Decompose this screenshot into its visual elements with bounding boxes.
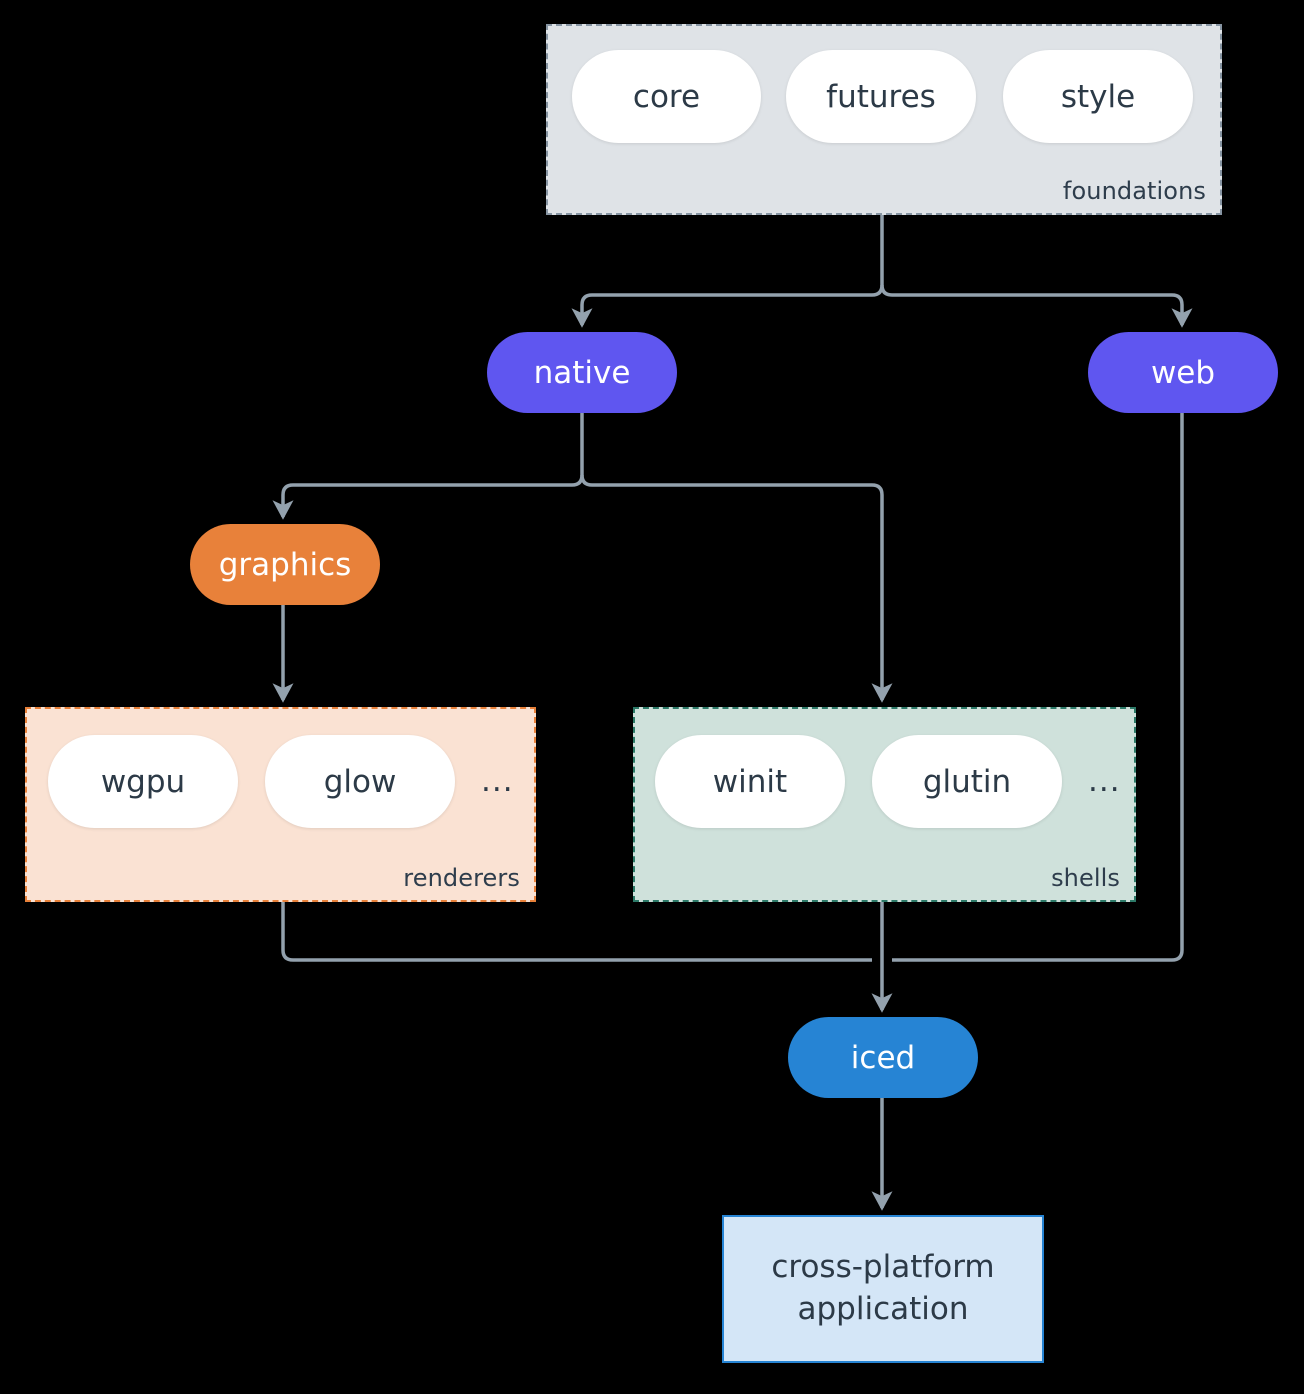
node-glutin[interactable]: glutin	[872, 735, 1062, 828]
node-graphics[interactable]: graphics	[190, 524, 380, 605]
cluster-renderers-label: renderers	[403, 864, 520, 892]
edge-native-to-graphics	[272, 474, 584, 520]
shells-more-ellipsis: ...	[1088, 763, 1121, 799]
node-glow[interactable]: glow	[265, 735, 455, 828]
node-native[interactable]: native	[487, 332, 677, 413]
application-label-line2: application	[797, 1291, 969, 1327]
edge-renderers-to-iced	[281, 902, 872, 962]
application-label-line1: cross-platform	[771, 1249, 995, 1286]
edge-native-to-shells	[580, 474, 893, 703]
node-cross-platform-application[interactable]: cross-platform application	[722, 1215, 1044, 1363]
cluster-foundations-label: foundations	[1062, 177, 1206, 205]
node-winit[interactable]: winit	[655, 735, 845, 828]
cluster-shells-label: shells	[1051, 864, 1120, 892]
edge-foundations-to-native	[571, 284, 884, 328]
node-wgpu[interactable]: wgpu	[48, 735, 238, 828]
node-core[interactable]: core	[572, 50, 761, 143]
node-futures[interactable]: futures	[786, 50, 976, 143]
renderers-more-ellipsis: ...	[481, 763, 514, 799]
edge-foundations-to-web	[880, 284, 1193, 328]
node-iced[interactable]: iced	[788, 1017, 978, 1098]
node-style[interactable]: style	[1003, 50, 1193, 143]
node-web[interactable]: web	[1088, 332, 1278, 413]
